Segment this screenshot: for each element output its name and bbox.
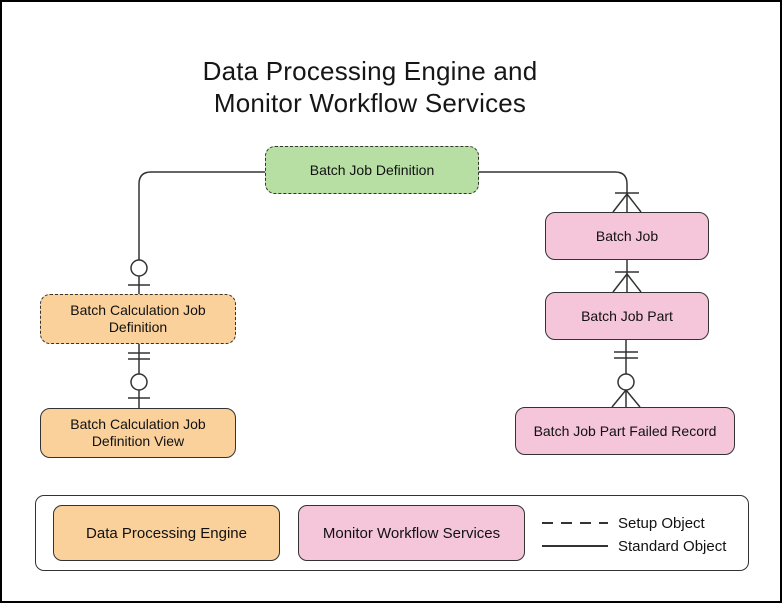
node-batch-job-definition: Batch Job Definition [265,146,479,194]
node-batch-calculation-job-definition-view: Batch Calculation Job Definition View [40,408,236,458]
zero-or-one-circle [130,259,148,277]
node-batch-calculation-job-definition: Batch Calculation Job Definition [40,294,236,344]
connector-definition-to-batch-job [479,171,642,213]
node-label: Batch Calculation Job Definition [70,302,206,335]
node-label: Batch Job Part Failed Record [533,422,717,439]
node-batch-job-part-failed-record: Batch Job Part Failed Record [515,407,735,455]
legend-swatch-label: Data Processing Engine [86,524,247,542]
node-label: Batch Job Part [581,307,673,324]
connector-batch-job-to-part [612,260,642,293]
node-batch-job-part: Batch Job Part [545,292,709,340]
diagram-title-line2: Monitor Workflow Services [213,88,527,118]
node-label: Batch Job Definition [309,161,435,178]
crows-foot [611,389,641,408]
connector-part-to-failed-record [611,340,641,408]
zero-or-one-circle [617,373,635,391]
diagram-title-line1: Data Processing Engine and [202,56,538,86]
legend [35,495,749,571]
legend-label-setup-object: Setup Object [618,515,705,532]
legend-swatch-monitor-workflow-services: Monitor Workflow Services [298,505,525,561]
legend-label-standard-object: Standard Object [618,538,727,555]
connector-calc-definition-to-view [128,344,150,408]
legend-swatch-data-processing-engine: Data Processing Engine [53,505,280,561]
crows-foot [612,273,642,293]
node-batch-job: Batch Job [545,212,709,260]
crows-foot [612,193,642,213]
node-label: Batch Calculation Job Definition View [70,416,206,449]
zero-or-one-circle [130,373,148,391]
diagram-title: Data Processing Engine and Monitor Workf… [2,55,738,119]
node-label: Batch Job [595,227,659,244]
connector-definition-to-calc-definition [128,171,265,294]
legend-swatch-label: Monitor Workflow Services [322,524,501,542]
